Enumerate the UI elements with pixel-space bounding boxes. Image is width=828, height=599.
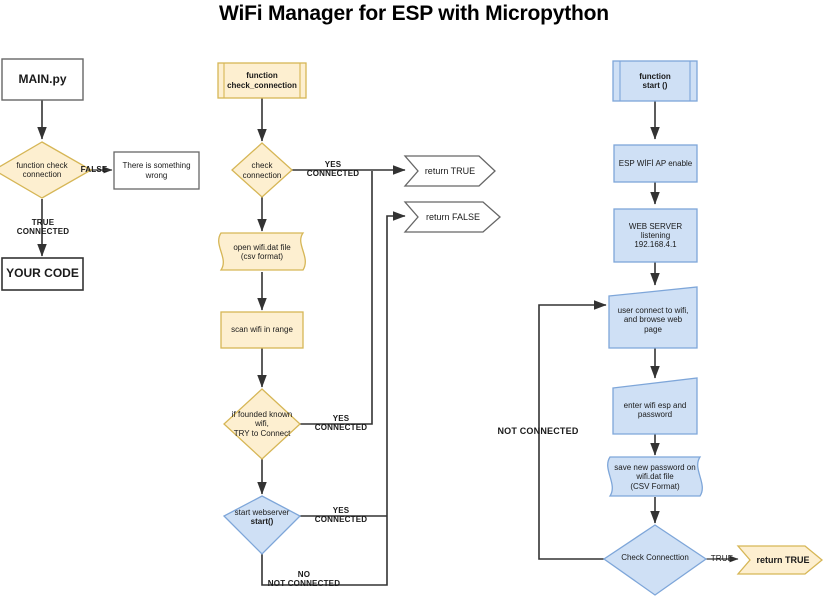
- edge-label-not-connected: NOT CONNECTED: [497, 426, 579, 436]
- shape-left-check-connection: [0, 141, 93, 199]
- edge-label-no-not-connected: NO NOT CONNECTED: [267, 570, 341, 588]
- shape-function-check-connection: [217, 62, 307, 99]
- shape-web-server: [613, 208, 698, 263]
- shape-save-password: [607, 456, 703, 497]
- node-something-wrong[interactable]: There is something wrong: [122, 161, 191, 180]
- shape-something-wrong: [113, 151, 200, 190]
- shape-scan-wifi: [220, 311, 304, 349]
- node-mid-check-connection[interactable]: check connection: [242, 161, 282, 180]
- edge-label-yes-connected-1: YES CONNECTED: [306, 160, 360, 178]
- node-web-server-listening[interactable]: WEB SERVER listening 192.168.4.1: [628, 221, 683, 250]
- shape-open-wifi-dat: [218, 232, 306, 271]
- node-enter-wifi-credentials[interactable]: enter wifi esp and password: [623, 400, 687, 419]
- edge-label-yes-connected-2: YES CONNECTED: [314, 414, 368, 432]
- edge-label-false: FALSE: [80, 165, 108, 174]
- shape-your-code: [1, 257, 84, 291]
- edge-label-yes-connected-3: YES CONNECTED: [314, 506, 368, 524]
- node-return-false-mid[interactable]: return FALSE: [425, 211, 481, 222]
- shape-main-py: [1, 58, 84, 101]
- shape-start-webserver: [222, 495, 302, 555]
- shape-return-true-yellow: [736, 545, 824, 575]
- node-return-true-mid[interactable]: return TRUE: [424, 165, 476, 176]
- node-scan-wifi-in-range[interactable]: scan wifi in range: [231, 325, 293, 335]
- node-esp-wifi-ap-enable[interactable]: ESP WİFİ AP enable: [618, 158, 693, 168]
- shape-ap-enable: [613, 144, 698, 183]
- edge-label-true: TRUE: [710, 554, 734, 563]
- edge-label-true-connected: TRUE CONNECTED: [16, 218, 70, 236]
- shape-enter-credentials: [612, 377, 698, 435]
- node-main-py[interactable]: MAIN.py: [18, 71, 67, 86]
- node-if-founded-known-wifi[interactable]: if founded known wifi, TRY to Connect: [231, 410, 293, 438]
- node-your-code[interactable]: YOUR CODE: [6, 266, 79, 281]
- node-function-check-connection[interactable]: function check_connection: [227, 71, 297, 90]
- shape-if-founded-known-wifi: [223, 388, 301, 460]
- shape-function-start: [612, 60, 698, 102]
- node-return-true-right[interactable]: return TRUE: [756, 554, 810, 565]
- node-user-connect-to-wifi[interactable]: user connect to wifi, and browse web pag…: [617, 306, 689, 334]
- node-check-connecttion[interactable]: Check Connecttion: [621, 553, 689, 563]
- node-function-start[interactable]: function start (): [639, 71, 671, 90]
- shape-return-false-white: [403, 201, 501, 233]
- shape-user-connect: [608, 286, 698, 349]
- shape-mid-check-connection: [231, 142, 293, 198]
- shape-return-true-white: [403, 155, 496, 187]
- node-left-check-connection[interactable]: function check connection: [16, 160, 68, 179]
- node-save-new-password[interactable]: save new password on wifi.dat file (CSV …: [614, 463, 696, 491]
- node-start-webserver[interactable]: start webserver start(): [234, 507, 290, 526]
- shape-check-connecttion: [602, 524, 708, 596]
- node-open-wifi-dat-file[interactable]: open wifi.dat file (csv format): [233, 242, 291, 261]
- page-title: WiFi Manager for ESP with Micropython: [219, 2, 609, 25]
